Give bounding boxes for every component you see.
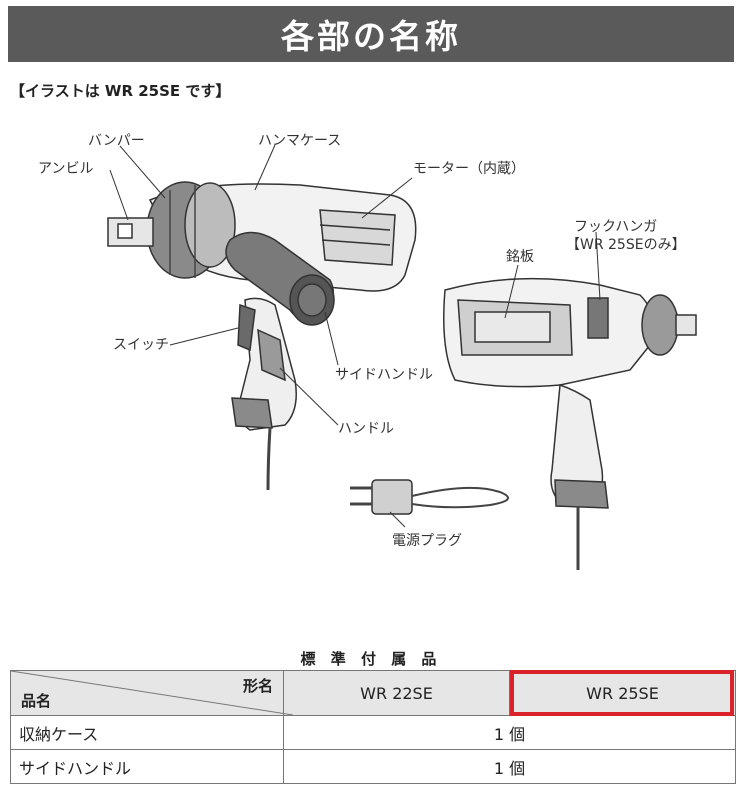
header-item-label: 品名 bbox=[21, 692, 52, 710]
page-title: 各部の名称 bbox=[281, 17, 461, 56]
row-item-name: サイドハンドル bbox=[10, 749, 284, 784]
header-diagonal-cell: 形名 品名 bbox=[10, 670, 293, 716]
label-hook-hanger: フックハンガ bbox=[574, 219, 658, 235]
label-bumper: バンパー bbox=[88, 133, 145, 149]
table-row: サイドハンドル 1 個 bbox=[10, 749, 736, 784]
label-hook-hanger-note: 【WR 25SEのみ】 bbox=[566, 237, 686, 253]
highlight-box bbox=[510, 670, 734, 716]
label-switch: スイッチ bbox=[113, 337, 169, 353]
label-power-plug: 電源プラグ bbox=[392, 533, 462, 549]
label-hammer-case: ハンマケース bbox=[258, 133, 342, 149]
row-quantity: 1 個 bbox=[283, 749, 736, 784]
table-row: 収納ケース 1 個 bbox=[10, 715, 736, 750]
row-item-name: 収納ケース bbox=[10, 715, 284, 750]
title-banner: 各部の名称 bbox=[8, 6, 734, 62]
label-side-handle: サイドハンドル bbox=[335, 367, 433, 383]
row-quantity: 1 個 bbox=[283, 715, 736, 750]
tool-illustration: バンパー ハンマケース アンビル モーター（内蔵） スイッチ サイドハンドル ハ… bbox=[0, 100, 742, 620]
impact-wrench-drawing bbox=[107, 144, 697, 570]
label-nameplate: 銘板 bbox=[506, 249, 534, 265]
diagonal-line bbox=[11, 671, 293, 715]
header-model-wr22se: WR 22SE bbox=[283, 670, 510, 716]
label-motor: モーター（内蔵） bbox=[413, 161, 525, 177]
accessories-caption: 標 準 付 属 品 bbox=[300, 650, 442, 668]
header-model-label: 形名 bbox=[242, 677, 273, 695]
label-anvil: アンビル bbox=[38, 161, 94, 177]
label-handle: ハンドル bbox=[338, 421, 394, 437]
accessories-table: 形名 品名 WR 22SE WR 25SE 収納ケース 1 個 サイドハンドル … bbox=[10, 670, 736, 784]
illustration-note: 【イラストは WR 25SE です】 bbox=[10, 82, 231, 100]
